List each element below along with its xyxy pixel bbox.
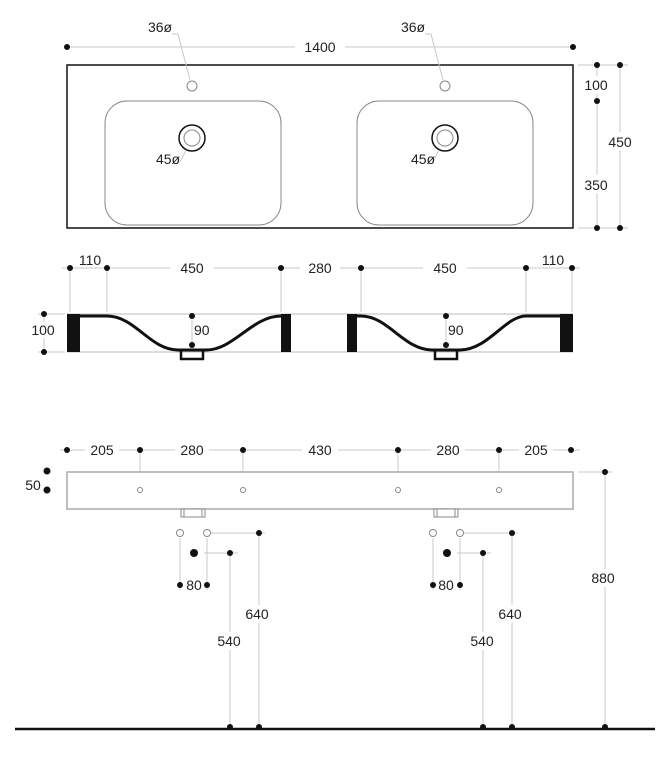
- drain-section-left: [179, 349, 205, 361]
- drain-front-left: [180, 508, 206, 518]
- drain-section-right: [433, 349, 459, 361]
- basin-left: [104, 100, 282, 226]
- front-outline: [66, 471, 574, 510]
- supply-height-right-label: 640: [498, 606, 522, 622]
- edge-left-label: 110: [79, 252, 102, 268]
- basin-profile-right: [357, 314, 560, 352]
- waste-pipe-marker: [443, 549, 451, 557]
- leader-line: [172, 33, 191, 81]
- basin-right-width-label: 450: [433, 260, 457, 276]
- section-wall: [281, 314, 291, 352]
- tap-hole-left: [186, 80, 198, 92]
- drain-left-label: 45ø: [156, 151, 181, 167]
- dim-dot: [570, 44, 576, 50]
- front-dim-4: 280: [436, 442, 460, 458]
- section-height-label: 100: [31, 322, 55, 338]
- front-dim-3: 430: [308, 442, 332, 458]
- pipe-spacing-left-label: 80: [186, 577, 202, 593]
- thickness-label: 50: [25, 477, 41, 493]
- top-view: 1400 36ø 36ø 45ø 45ø 100 350 450: [64, 19, 635, 231]
- waste-height-left-label: 540: [217, 633, 241, 649]
- waste-height-right-label: 540: [470, 633, 494, 649]
- drain-right-inner: [436, 129, 454, 147]
- leader-line: [432, 149, 440, 163]
- mount-height-label: 880: [591, 570, 615, 586]
- waste-pipe-marker: [190, 549, 198, 557]
- drain-left-inner: [183, 129, 201, 147]
- hole-offset-label: 100: [584, 77, 608, 93]
- bowl-depth-left-label: 90: [194, 322, 210, 338]
- front-view: 205 280 430 280 205 50 80 540 640: [15, 441, 655, 731]
- front-dim-5: 205: [524, 442, 548, 458]
- tap-hole-right-label: 36ø: [401, 19, 426, 35]
- leader-line: [179, 149, 187, 163]
- supply-pipe-marker: [456, 529, 464, 537]
- supply-pipe-marker: [429, 529, 437, 537]
- drain-front-right: [433, 508, 459, 518]
- tap-hole-right: [439, 80, 451, 92]
- supply-pipe-marker: [203, 529, 211, 537]
- overall-width-label: 1400: [304, 39, 335, 55]
- edge-right-label: 110: [542, 252, 565, 268]
- section-wall: [560, 314, 573, 352]
- overall-depth-label: 450: [608, 134, 632, 150]
- section-wall: [347, 314, 357, 352]
- section-view: 110 450 280 450 110 100 90 90: [28, 252, 580, 361]
- supply-height-left-label: 640: [245, 606, 269, 622]
- basin-left-width-label: 450: [180, 260, 204, 276]
- bowl-depth-right-label: 90: [448, 322, 464, 338]
- basin-right: [356, 100, 534, 226]
- drain-right-label: 45ø: [411, 151, 436, 167]
- center-width-label: 280: [308, 260, 332, 276]
- section-wall: [67, 314, 80, 352]
- front-dim-1: 205: [90, 442, 114, 458]
- basin-profile-left: [80, 314, 282, 352]
- front-dim-2: 280: [180, 442, 204, 458]
- supply-pipe-marker: [176, 529, 184, 537]
- dim-dot: [64, 44, 70, 50]
- leader-line: [425, 33, 444, 81]
- basin-depth-label: 350: [584, 177, 608, 193]
- pipe-spacing-right-label: 80: [438, 577, 454, 593]
- tap-hole-left-label: 36ø: [148, 19, 173, 35]
